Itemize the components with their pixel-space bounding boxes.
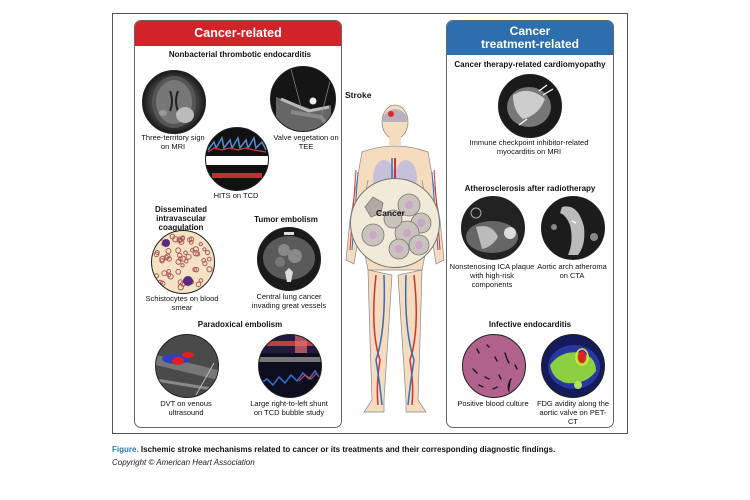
caption-brain-mri: Three-territory sign on MRI bbox=[141, 133, 205, 151]
tee-echo-image bbox=[270, 66, 336, 132]
section-title-paradoxical-embolism: Paradoxical embolism bbox=[197, 320, 283, 329]
section-title-atherosclerosis: Atherosclerosis after radiotherapy bbox=[464, 184, 596, 193]
caption-chest-ct: Central lung cancer invading great vesse… bbox=[251, 292, 327, 310]
blood-culture-image bbox=[462, 334, 526, 398]
cardiac-mri-image bbox=[498, 74, 562, 138]
caption-ica-ct: Nonstenosing ICA plaque with high-risk c… bbox=[449, 262, 535, 289]
blood-smear-image bbox=[151, 230, 215, 294]
section-title-cardiomyopathy: Cancer therapy-related cardiomyopathy bbox=[454, 60, 606, 69]
cancer-cells-image bbox=[350, 178, 440, 268]
caption-aortic-cta: Aortic arch atheroma on CTA bbox=[537, 262, 607, 280]
figure-caption: Figure. Ischemic stroke mechanisms relat… bbox=[112, 445, 555, 454]
tcd-doppler-image bbox=[205, 127, 269, 191]
section-title-nbte: Nonbacterial thrombotic endocarditis bbox=[168, 50, 312, 59]
caption-tee: Valve vegetation on TEE bbox=[273, 133, 339, 151]
venous-ultrasound-image bbox=[155, 334, 219, 398]
header-line-2: treatment-related bbox=[480, 37, 580, 51]
pet-ct-image bbox=[541, 334, 605, 398]
cancer-related-header: Cancer-related bbox=[135, 21, 341, 46]
cancer-treatment-related-header: Cancer treatment-related bbox=[447, 21, 613, 55]
caption-venous-ultrasound: DVT on venous ultrasound bbox=[160, 399, 212, 417]
caption-cardiac-mri: Immune checkpoint inhibitor-related myoc… bbox=[469, 138, 589, 156]
figure-label: Figure. bbox=[112, 445, 139, 454]
ica-ct-image bbox=[461, 196, 525, 260]
section-title-tumor-embolism: Tumor embolism bbox=[254, 215, 318, 224]
caption-blood-culture: Positive blood culture bbox=[457, 399, 529, 408]
stroke-label: Stroke bbox=[345, 90, 372, 100]
caption-pet-ct: FDG avidity along the aortic valve on PE… bbox=[536, 399, 610, 426]
header-line-1: Cancer bbox=[509, 24, 551, 39]
section-title-infective-endocarditis: Infective endocarditis bbox=[488, 320, 572, 329]
cancer-label: Cancer bbox=[376, 208, 405, 218]
figure-caption-text: Ischemic stroke mechanisms related to ca… bbox=[138, 445, 556, 454]
chest-ct-image bbox=[257, 227, 321, 291]
tcd-bubble-image bbox=[258, 334, 322, 398]
brain-mri-image bbox=[142, 70, 206, 134]
caption-blood-smear: Schistocytes on blood smear bbox=[145, 294, 219, 312]
section-title-dic: Disseminated intravascular coagulation bbox=[154, 205, 208, 233]
copyright-notice: Copyright © American Heart Association bbox=[112, 458, 255, 467]
caption-tcd-bubble: Large right-to-left shunt on TCD bubble … bbox=[250, 399, 328, 417]
caption-tcd: HITS on TCD bbox=[213, 191, 259, 200]
aortic-cta-image bbox=[541, 196, 605, 260]
